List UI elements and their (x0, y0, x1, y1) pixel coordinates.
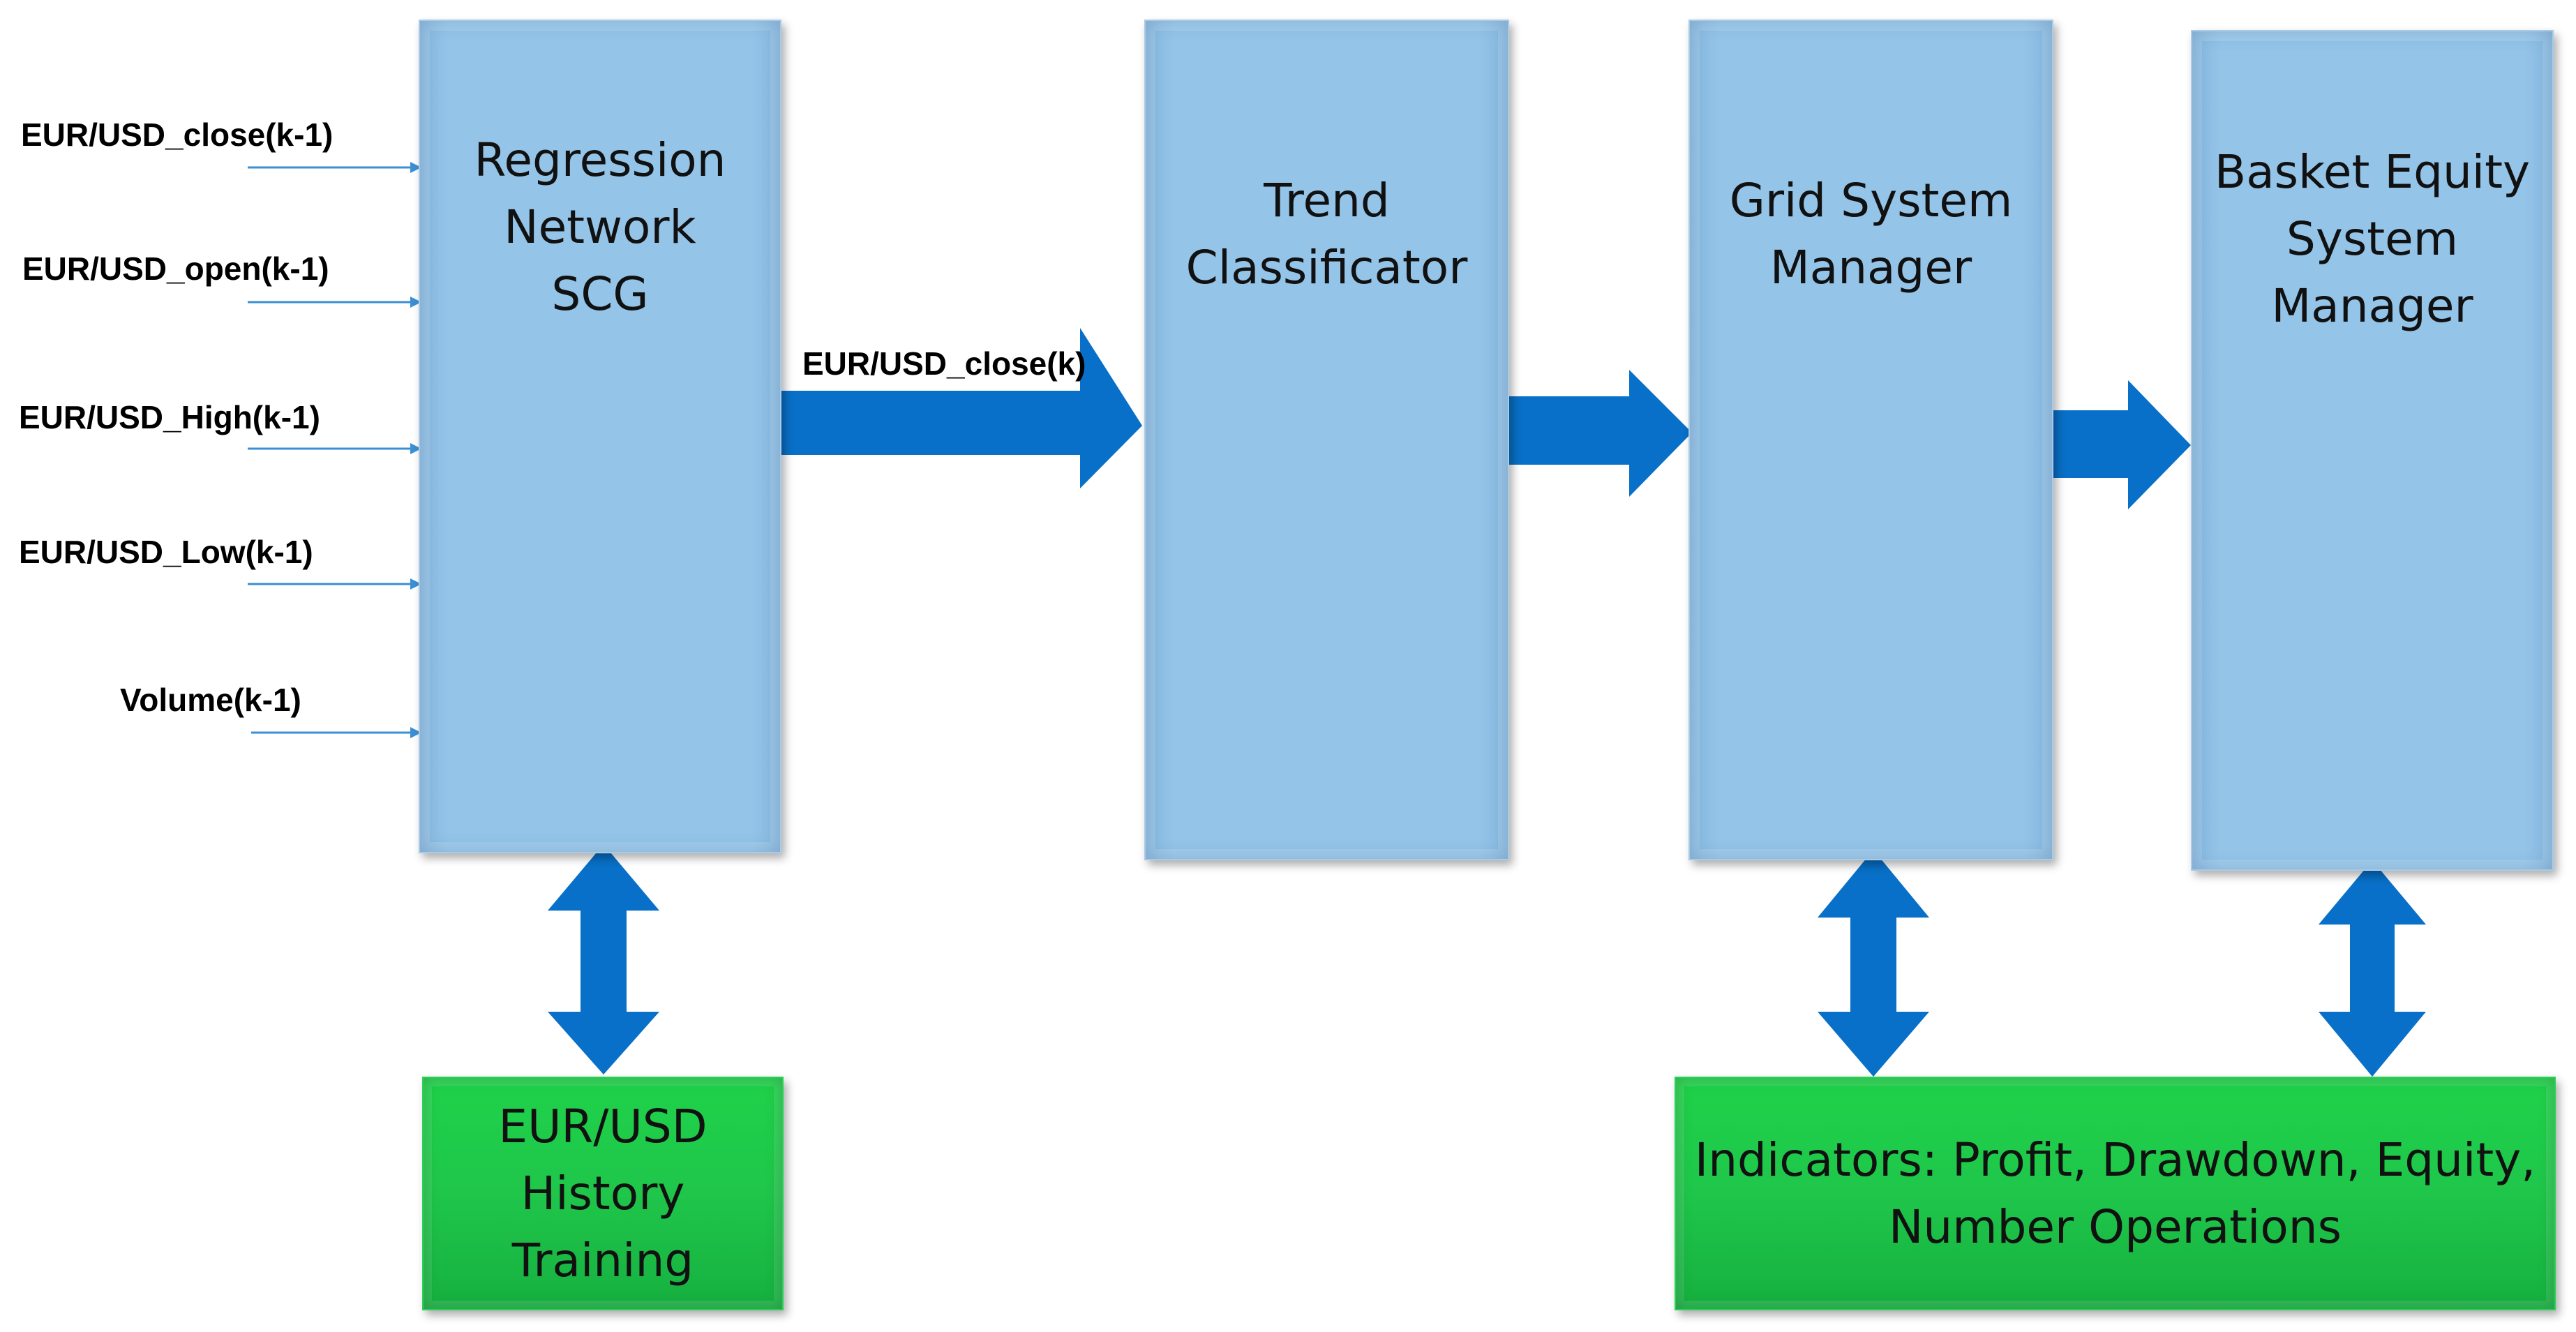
arrow-grid-to-basket (2053, 380, 2191, 509)
input-arrows (248, 162, 421, 738)
history-training-label: EUR/USD History Training (498, 1099, 707, 1287)
arrow-regression-history (548, 844, 659, 1075)
input-arrowhead-high (410, 443, 421, 454)
input-arrowhead-close (410, 162, 421, 173)
edge-label-close-k: EUR/USD_close(k) (802, 345, 1086, 382)
arrow-regression-to-trend (781, 328, 1142, 488)
history-training-block: EUR/USD History Training (422, 1077, 784, 1310)
basket-equity-manager-block: Basket Equity System Manager (2191, 30, 2554, 871)
basket-equity-manager-label: Basket Equity System Manager (2214, 145, 2531, 333)
input-arrowhead-open (410, 297, 421, 308)
regression-network-label: Regression Network SCG (474, 133, 726, 321)
grid-system-manager-label: Grid System Manager (1729, 173, 2013, 294)
input-arrowhead-low (410, 578, 421, 590)
grid-system-manager-block: Grid System Manager (1688, 20, 2053, 860)
input-arrowhead-volume (410, 727, 421, 738)
input-label-high: EUR/USD_High(k-1) (19, 399, 320, 435)
trend-classificator-label: Trend Classificator (1185, 173, 1468, 294)
input-label-close: EUR/USD_close(k-1) (21, 117, 334, 153)
flow-arrows (548, 328, 2426, 1077)
indicators-label: Indicators: Profit, Drawdown, Equity, Nu… (1694, 1132, 2536, 1254)
input-label-volume: Volume(k-1) (120, 682, 301, 718)
input-label-low: EUR/USD_Low(k-1) (19, 534, 313, 570)
trend-classificator-block: Trend Classificator (1144, 20, 1509, 860)
arrow-grid-indicators (1818, 850, 1929, 1077)
indicators-block: Indicators: Profit, Drawdown, Equity, Nu… (1675, 1077, 2556, 1310)
regression-network-block: Regression Network SCG (419, 20, 781, 853)
arrow-trend-to-grid (1509, 370, 1692, 497)
arrow-basket-indicators (2319, 860, 2426, 1077)
input-label-open: EUR/USD_open(k-1) (22, 250, 329, 287)
